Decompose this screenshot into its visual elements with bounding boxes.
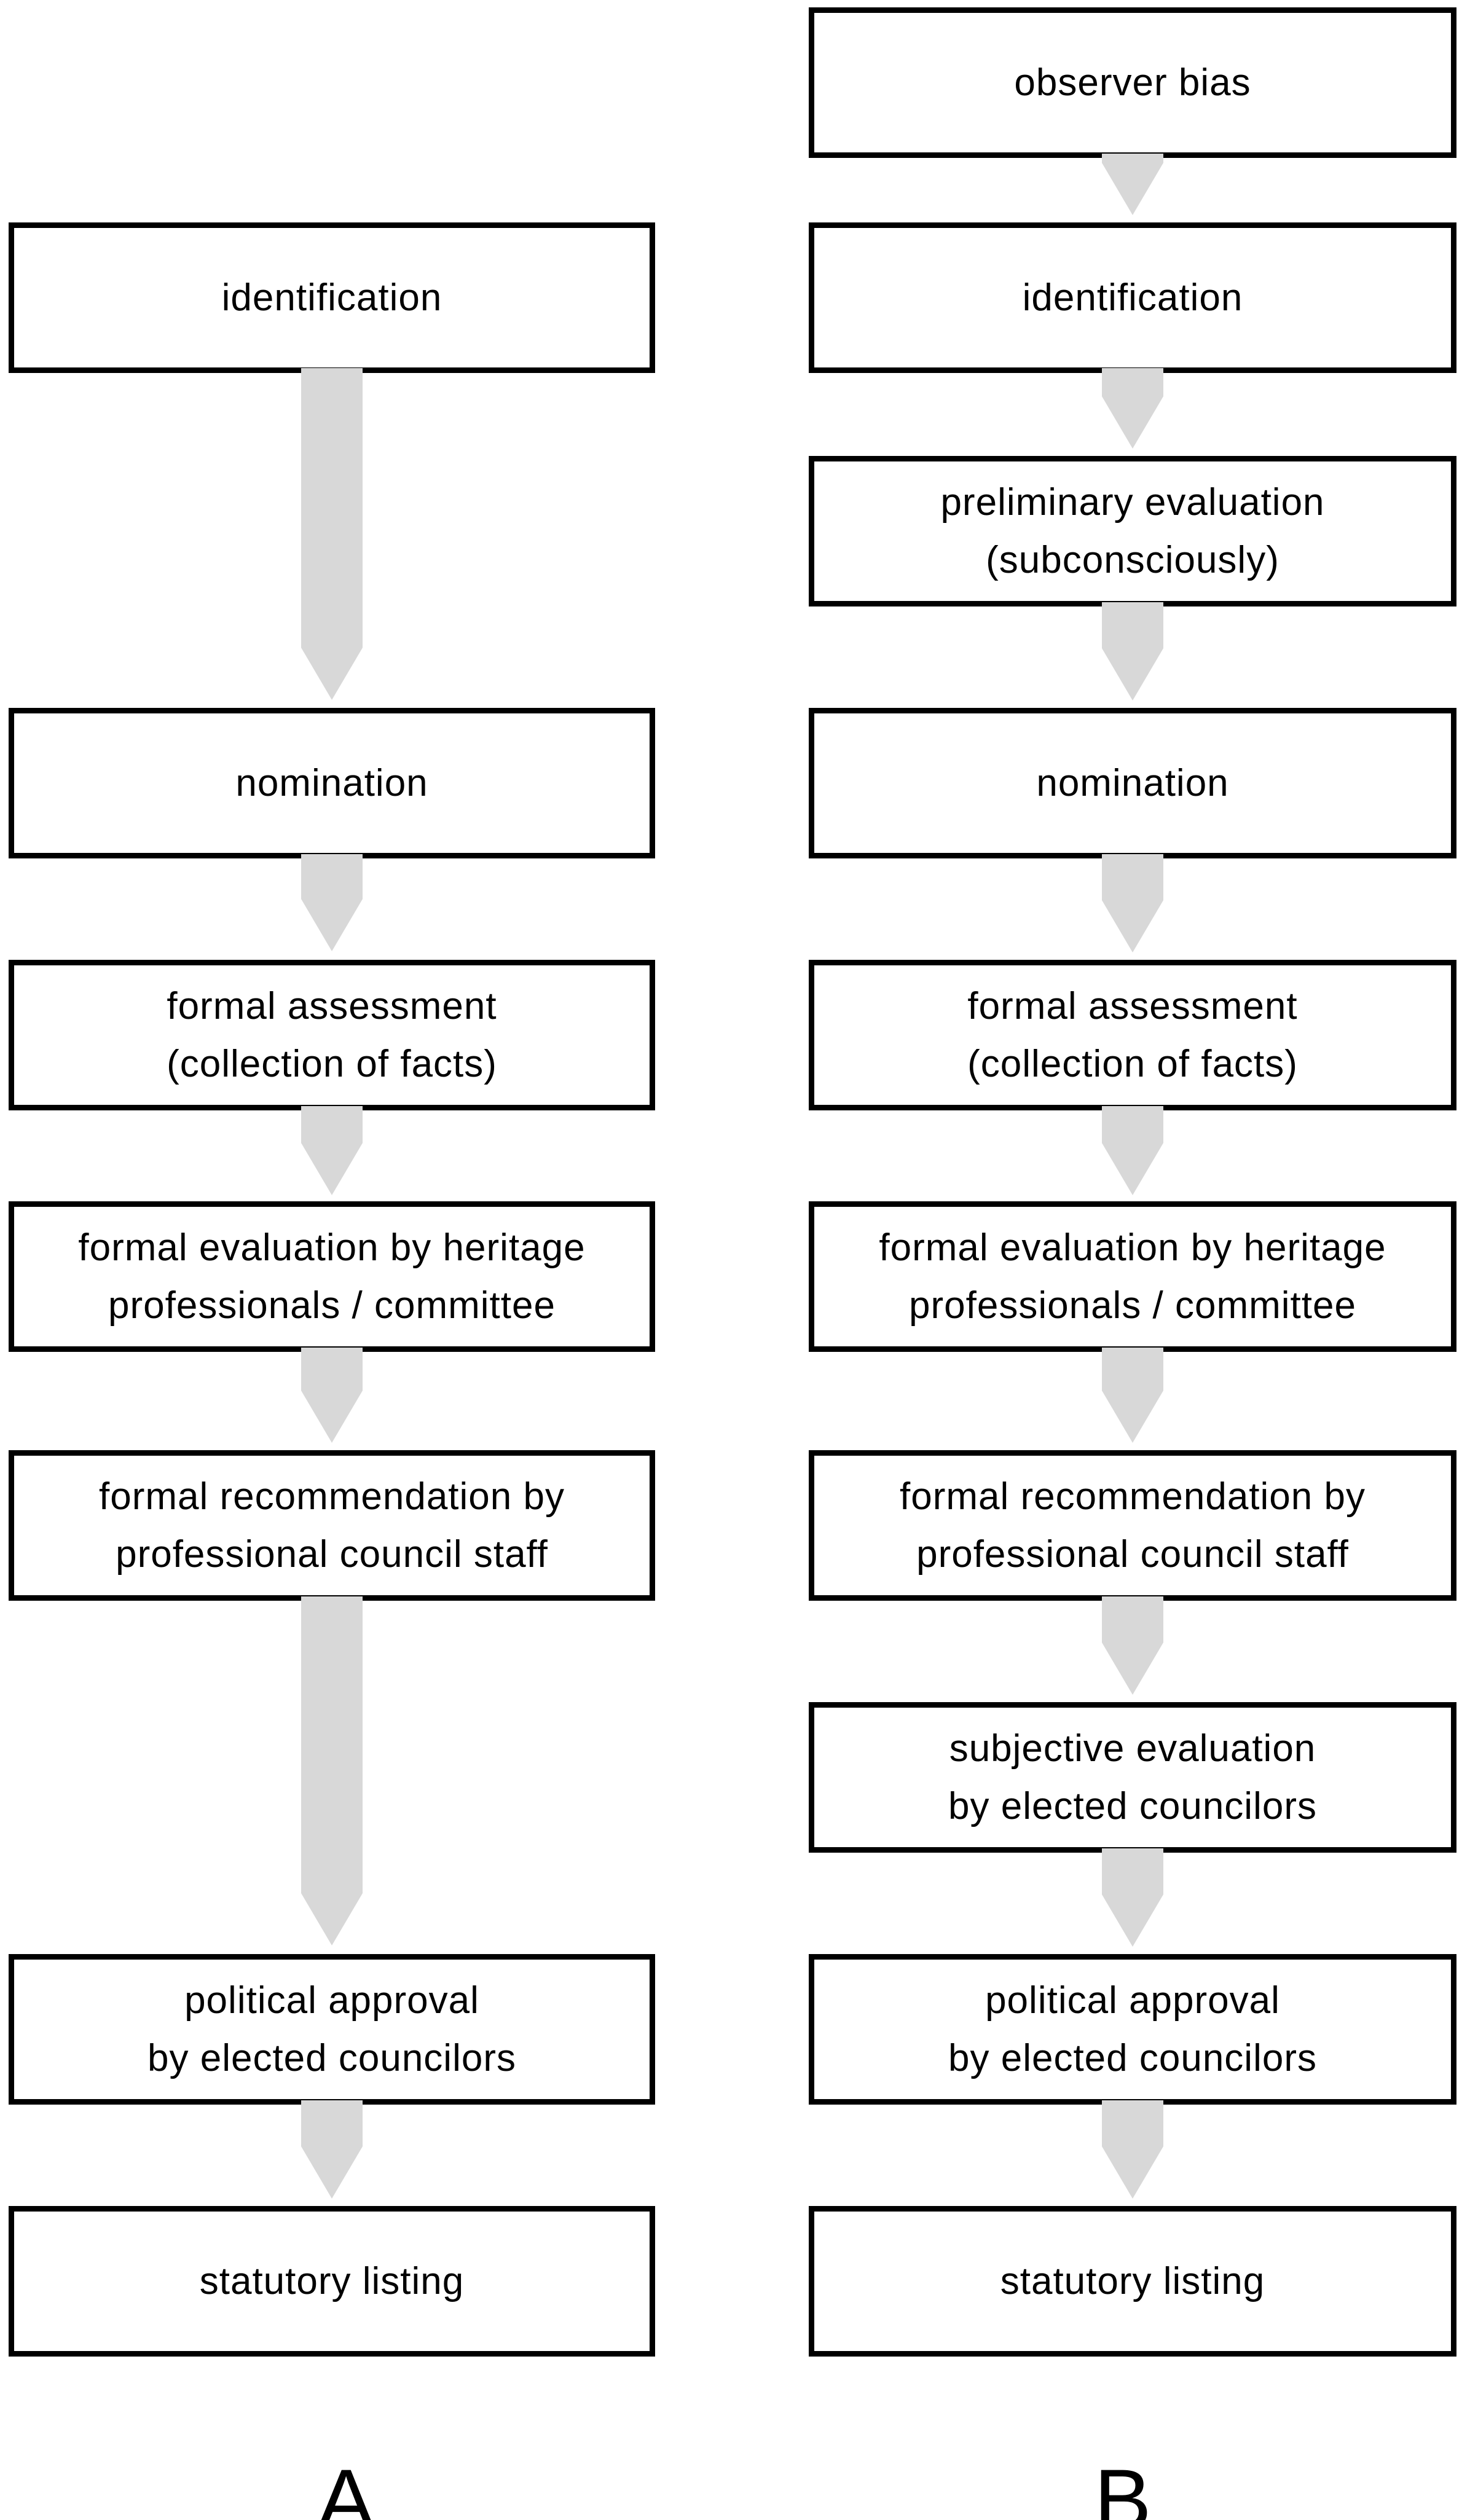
box-b-identification: identification — [809, 222, 1456, 373]
arrow-shaft — [1102, 2100, 1163, 2146]
box-b-subjective-evaluation: subjective evaluation by elected council… — [809, 1702, 1456, 1853]
arrow-b-subjective-evaluation-to-political-approval — [1102, 1848, 1163, 1947]
arrow-shaft — [1102, 602, 1163, 648]
box-a-statutory-listing: statutory listing — [9, 2206, 655, 2357]
arrow-head-icon — [1102, 2146, 1163, 2199]
arrow-a-formal-evaluation-to-formal-recommendation — [301, 1348, 363, 1443]
arrow-shaft — [1102, 1596, 1163, 1643]
arrow-shaft — [301, 1348, 363, 1391]
arrow-b-formal-assessment-to-formal-evaluation — [1102, 1106, 1163, 1195]
box-b-formal-recommendation: formal recommendation by professional co… — [809, 1450, 1456, 1601]
arrow-b-observer-bias-to-identification — [1102, 154, 1163, 215]
arrow-head-icon — [1102, 163, 1163, 215]
box-a-political-approval: political approval by elected councilors — [9, 1954, 655, 2105]
arrow-head-icon — [1102, 1643, 1163, 1695]
arrow-a-formal-recommendation-to-political-approval — [301, 1596, 363, 1945]
arrow-b-political-approval-to-statutory-listing — [1102, 2100, 1163, 2199]
arrow-head-icon — [301, 1391, 363, 1443]
arrow-head-icon — [1102, 900, 1163, 952]
arrow-shaft — [1102, 368, 1163, 396]
box-b-statutory-listing: statutory listing — [809, 2206, 1456, 2357]
arrow-head-icon — [1102, 1894, 1163, 1947]
arrow-shaft — [301, 1106, 363, 1143]
arrow-shaft — [1102, 154, 1163, 163]
arrow-head-icon — [301, 1143, 363, 1195]
arrow-shaft — [1102, 854, 1163, 900]
arrow-b-preliminary-evaluation-to-nomination — [1102, 602, 1163, 701]
arrow-a-nomination-to-formal-assessment — [301, 854, 363, 951]
arrow-head-icon — [301, 899, 363, 951]
column-a-label: A — [317, 2451, 375, 2520]
arrow-shaft — [1102, 1106, 1163, 1143]
box-a-formal-assessment: formal assessment (collection of facts) — [9, 960, 655, 1110]
box-b-nomination: nomination — [809, 708, 1456, 858]
box-b-observer-bias: observer bias — [809, 7, 1456, 158]
box-b-political-approval: political approval by elected councilors — [809, 1954, 1456, 2105]
arrow-head-icon — [301, 1893, 363, 1945]
arrow-shaft — [1102, 1348, 1163, 1391]
box-a-formal-evaluation: formal evaluation by heritage profession… — [9, 1201, 655, 1352]
box-a-nomination: nomination — [9, 708, 655, 858]
arrow-head-icon — [301, 2146, 363, 2199]
box-b-preliminary-evaluation: preliminary evaluation (subconsciously) — [809, 456, 1456, 606]
box-b-formal-assessment: formal assessment (collection of facts) — [809, 960, 1456, 1110]
arrow-b-identification-to-preliminary-evaluation — [1102, 368, 1163, 449]
arrow-head-icon — [301, 648, 363, 700]
arrow-head-icon — [1102, 396, 1163, 449]
arrow-shaft — [1102, 1848, 1163, 1894]
arrow-b-formal-evaluation-to-formal-recommendation — [1102, 1348, 1163, 1443]
arrow-a-political-approval-to-statutory-listing — [301, 2100, 363, 2199]
box-b-formal-evaluation: formal evaluation by heritage profession… — [809, 1201, 1456, 1352]
arrow-head-icon — [1102, 648, 1163, 701]
column-b-label: B — [1094, 2451, 1152, 2520]
arrow-shaft — [301, 1596, 363, 1893]
arrow-shaft — [301, 2100, 363, 2146]
arrow-shaft — [301, 854, 363, 899]
arrow-a-identification-to-nomination — [301, 368, 363, 700]
box-a-identification: identification — [9, 222, 655, 373]
box-a-formal-recommendation: formal recommendation by professional co… — [9, 1450, 655, 1601]
arrow-b-formal-recommendation-to-subjective-evaluation — [1102, 1596, 1163, 1695]
arrow-a-formal-assessment-to-formal-evaluation — [301, 1106, 363, 1195]
arrow-head-icon — [1102, 1391, 1163, 1443]
arrow-b-nomination-to-formal-assessment — [1102, 854, 1163, 952]
arrow-shaft — [301, 368, 363, 648]
arrow-head-icon — [1102, 1143, 1163, 1195]
